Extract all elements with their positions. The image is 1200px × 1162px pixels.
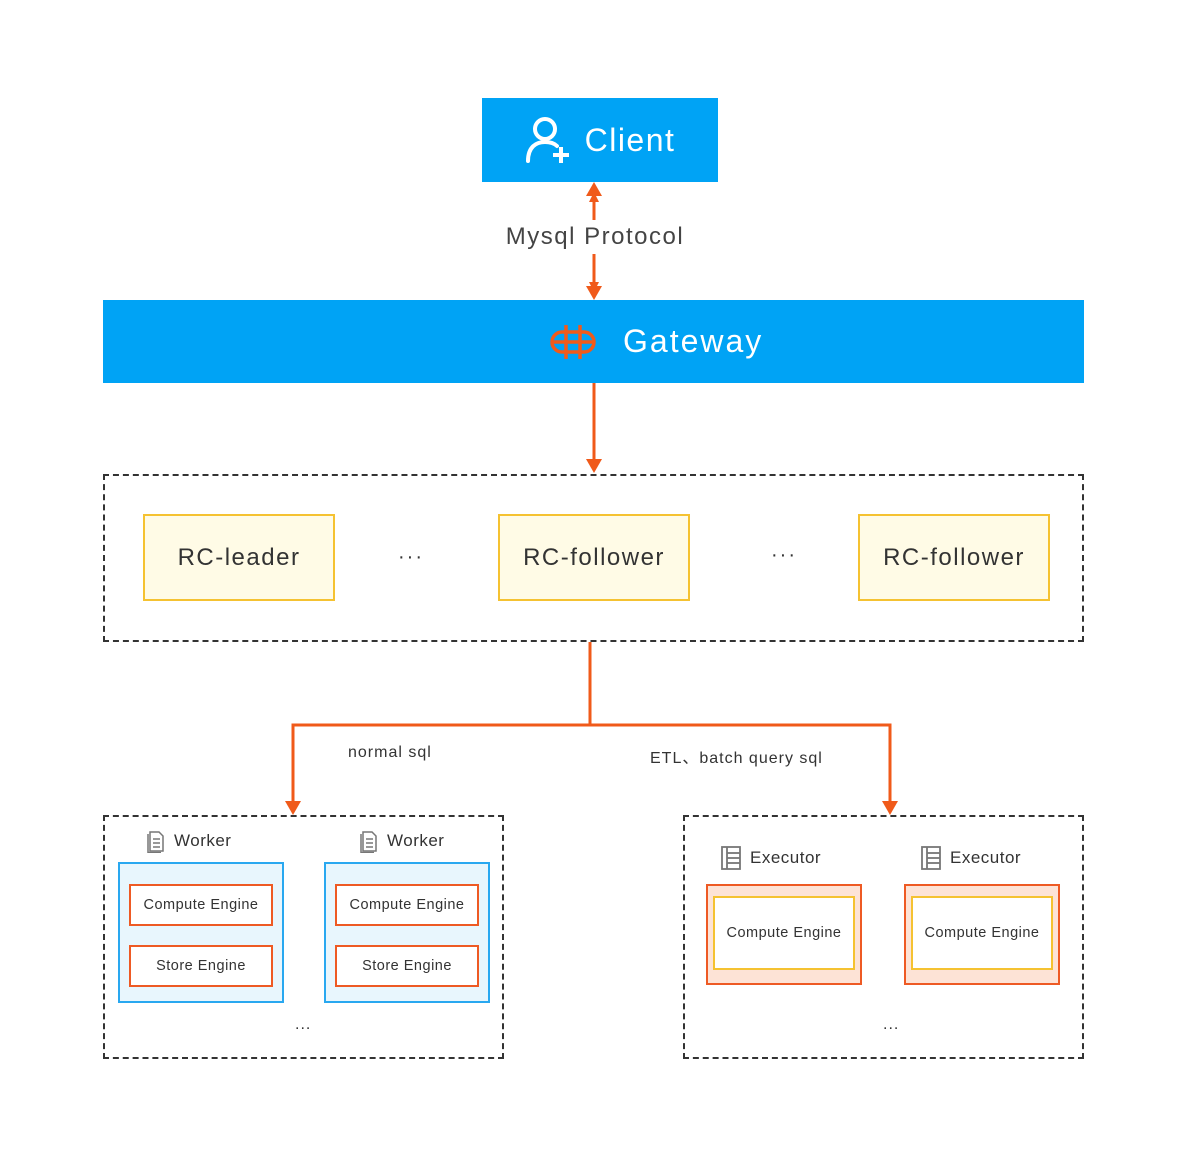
worker-group xyxy=(103,815,504,1059)
rc-node-label: RC-leader xyxy=(177,543,301,571)
rc-follower-node: RC-follower xyxy=(858,514,1050,601)
worker-box: Compute Engine Store Engine xyxy=(118,862,284,1003)
worker-title: Worker xyxy=(146,829,231,853)
gateway-label: Gateway xyxy=(623,323,764,359)
branch-left-arrow-head xyxy=(285,801,301,815)
document-icon xyxy=(360,831,377,853)
client-label: Client xyxy=(584,121,676,158)
rc-follower-node: RC-follower xyxy=(498,514,690,601)
compute-engine-label: Compute Engine xyxy=(726,925,842,941)
worker-box: Compute Engine Store Engine xyxy=(324,862,490,1003)
compute-engine: Compute Engine xyxy=(335,884,479,926)
rc-node-label: RC-follower xyxy=(883,543,1025,571)
gateway-box: Gateway xyxy=(103,300,1084,383)
worker-label: Worker xyxy=(387,831,445,850)
add-user-icon xyxy=(525,117,569,163)
gateway-to-rc-arrow-head xyxy=(586,459,602,473)
store-engine: Store Engine xyxy=(335,945,479,987)
server-icon xyxy=(721,846,741,870)
etl-batch-label: ETL、batch query sql xyxy=(650,750,823,767)
document-icon xyxy=(147,831,164,853)
rc-ellipsis: ··· xyxy=(398,546,424,568)
protocol-arrow-head-down xyxy=(586,286,602,300)
protocol-label: Mysql Protocol xyxy=(440,220,750,254)
branch-right-arrow-head xyxy=(882,801,898,815)
executor-box: Compute Engine xyxy=(904,884,1060,985)
rc-ellipsis: ··· xyxy=(771,544,797,566)
executor-label: Executor xyxy=(950,848,1022,867)
client-box: Client xyxy=(482,98,718,182)
rc-group xyxy=(103,474,1084,642)
branch-left-line xyxy=(291,723,590,802)
server-icon xyxy=(921,846,941,870)
worker-more-ellipsis: ... xyxy=(295,1016,312,1033)
executor-title: Executor xyxy=(720,845,821,871)
store-engine-label: Store Engine xyxy=(362,958,452,974)
rc-leader-node: RC-leader xyxy=(143,514,335,601)
worker-label: Worker xyxy=(174,831,232,850)
compute-engine-label: Compute Engine xyxy=(924,925,1040,941)
executor-group xyxy=(683,815,1084,1059)
executor-box: Compute Engine xyxy=(706,884,862,985)
store-engine: Store Engine xyxy=(129,945,273,987)
worker-title: Worker xyxy=(359,829,444,853)
store-engine-label: Store Engine xyxy=(156,958,246,974)
branch-right-line xyxy=(590,723,892,802)
executor-title: Executor xyxy=(920,845,1021,871)
protocol-arrow-head-up xyxy=(586,182,602,196)
compute-engine: Compute Engine xyxy=(129,884,273,926)
compute-engine-label: Compute Engine xyxy=(349,897,465,913)
executor-label: Executor xyxy=(750,848,822,867)
normal-sql-label: normal sql xyxy=(348,744,432,761)
executor-more-ellipsis: ... xyxy=(883,1016,900,1033)
compute-engine: Compute Engine xyxy=(713,896,855,970)
compute-engine-label: Compute Engine xyxy=(143,897,259,913)
rc-node-label: RC-follower xyxy=(523,543,665,571)
gateway-icon xyxy=(550,325,596,359)
compute-engine: Compute Engine xyxy=(911,896,1053,970)
